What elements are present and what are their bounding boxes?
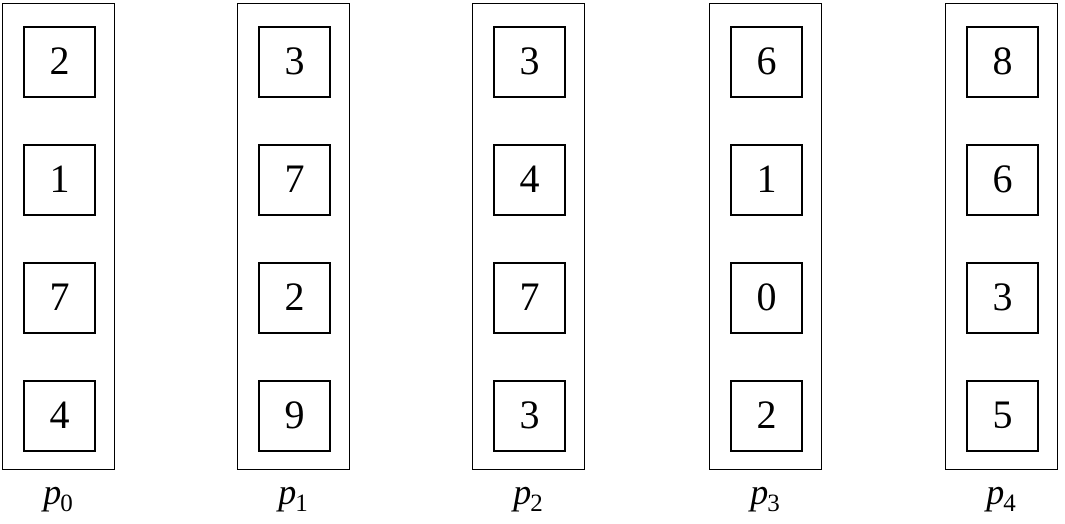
queue-cell[interactable]: 7 bbox=[493, 262, 566, 334]
cell-value: 3 bbox=[519, 392, 540, 437]
cell-stack-p3: 6 1 0 2 bbox=[710, 4, 821, 469]
column-label-subscript: 1 bbox=[295, 490, 308, 517]
cell-value: 7 bbox=[519, 274, 540, 319]
column-label-p4: p4 bbox=[945, 472, 1058, 516]
cell-value: 6 bbox=[992, 156, 1013, 201]
cell-stack-p4: 8 6 3 5 bbox=[946, 4, 1057, 469]
cell-value: 4 bbox=[49, 392, 70, 437]
column-label-subscript: 4 bbox=[1003, 490, 1016, 517]
queue-cell[interactable]: 9 bbox=[258, 380, 331, 452]
cell-value: 3 bbox=[284, 38, 305, 83]
queue-cell[interactable]: 4 bbox=[23, 380, 96, 452]
queue-container-p4: 8 6 3 5 bbox=[945, 3, 1058, 470]
cell-value: 4 bbox=[519, 156, 540, 201]
processor-column-p3: 6 1 0 2 p3 bbox=[707, 0, 920, 524]
cell-value: 9 bbox=[284, 392, 305, 437]
cell-value: 6 bbox=[756, 38, 777, 83]
column-label-subscript: 2 bbox=[530, 490, 543, 517]
queue-cell[interactable]: 6 bbox=[730, 26, 803, 98]
column-label-main: p bbox=[278, 472, 297, 512]
processor-column-p0: 2 1 7 4 p0 bbox=[0, 0, 213, 524]
queue-cell[interactable]: 3 bbox=[966, 262, 1039, 334]
cell-value: 8 bbox=[992, 38, 1013, 83]
cell-value: 1 bbox=[49, 156, 70, 201]
queue-cell[interactable]: 3 bbox=[493, 380, 566, 452]
cell-stack-p2: 3 4 7 3 bbox=[473, 4, 584, 469]
cell-stack-p1: 3 7 2 9 bbox=[238, 4, 349, 469]
queue-cell[interactable]: 7 bbox=[23, 262, 96, 334]
queue-cell[interactable]: 3 bbox=[258, 26, 331, 98]
column-label-subscript: 3 bbox=[767, 490, 780, 517]
column-label-main: p bbox=[513, 472, 532, 512]
cell-value: 2 bbox=[284, 274, 305, 319]
cell-value: 2 bbox=[756, 392, 777, 437]
column-label-p1: p1 bbox=[237, 472, 350, 516]
cell-value: 0 bbox=[756, 274, 777, 319]
cell-value: 7 bbox=[49, 274, 70, 319]
queue-cell[interactable]: 2 bbox=[23, 26, 96, 98]
cell-value: 3 bbox=[519, 38, 540, 83]
queue-cell[interactable]: 1 bbox=[23, 144, 96, 216]
cell-value: 3 bbox=[992, 274, 1013, 319]
queue-container-p0: 2 1 7 4 bbox=[2, 3, 115, 470]
queue-cell[interactable]: 4 bbox=[493, 144, 566, 216]
processor-column-p2: 3 4 7 3 p2 bbox=[470, 0, 683, 524]
cell-value: 5 bbox=[992, 392, 1013, 437]
processor-column-p1: 3 7 2 9 p1 bbox=[235, 0, 448, 524]
column-label-main: p bbox=[986, 472, 1005, 512]
column-label-main: p bbox=[750, 472, 769, 512]
queue-cell[interactable]: 1 bbox=[730, 144, 803, 216]
cell-value: 7 bbox=[284, 156, 305, 201]
cell-stack-p0: 2 1 7 4 bbox=[3, 4, 114, 469]
column-label-p0: p0 bbox=[2, 472, 115, 516]
queue-cell[interactable]: 2 bbox=[258, 262, 331, 334]
queue-container-p3: 6 1 0 2 bbox=[709, 3, 822, 470]
column-label-subscript: 0 bbox=[60, 490, 73, 517]
queue-cell[interactable]: 3 bbox=[493, 26, 566, 98]
queue-cell[interactable]: 5 bbox=[966, 380, 1039, 452]
processor-column-p4: 8 6 3 5 p4 bbox=[943, 0, 1065, 524]
queue-cell[interactable]: 7 bbox=[258, 144, 331, 216]
column-label-p2: p2 bbox=[472, 472, 585, 516]
queue-cell[interactable]: 6 bbox=[966, 144, 1039, 216]
queue-container-p2: 3 4 7 3 bbox=[472, 3, 585, 470]
queue-cell[interactable]: 0 bbox=[730, 262, 803, 334]
queue-cell[interactable]: 8 bbox=[966, 26, 1039, 98]
cell-value: 2 bbox=[49, 38, 70, 83]
cell-value: 1 bbox=[756, 156, 777, 201]
column-label-main: p bbox=[43, 472, 62, 512]
queue-cell[interactable]: 2 bbox=[730, 380, 803, 452]
column-label-p3: p3 bbox=[709, 472, 822, 516]
queue-container-p1: 3 7 2 9 bbox=[237, 3, 350, 470]
